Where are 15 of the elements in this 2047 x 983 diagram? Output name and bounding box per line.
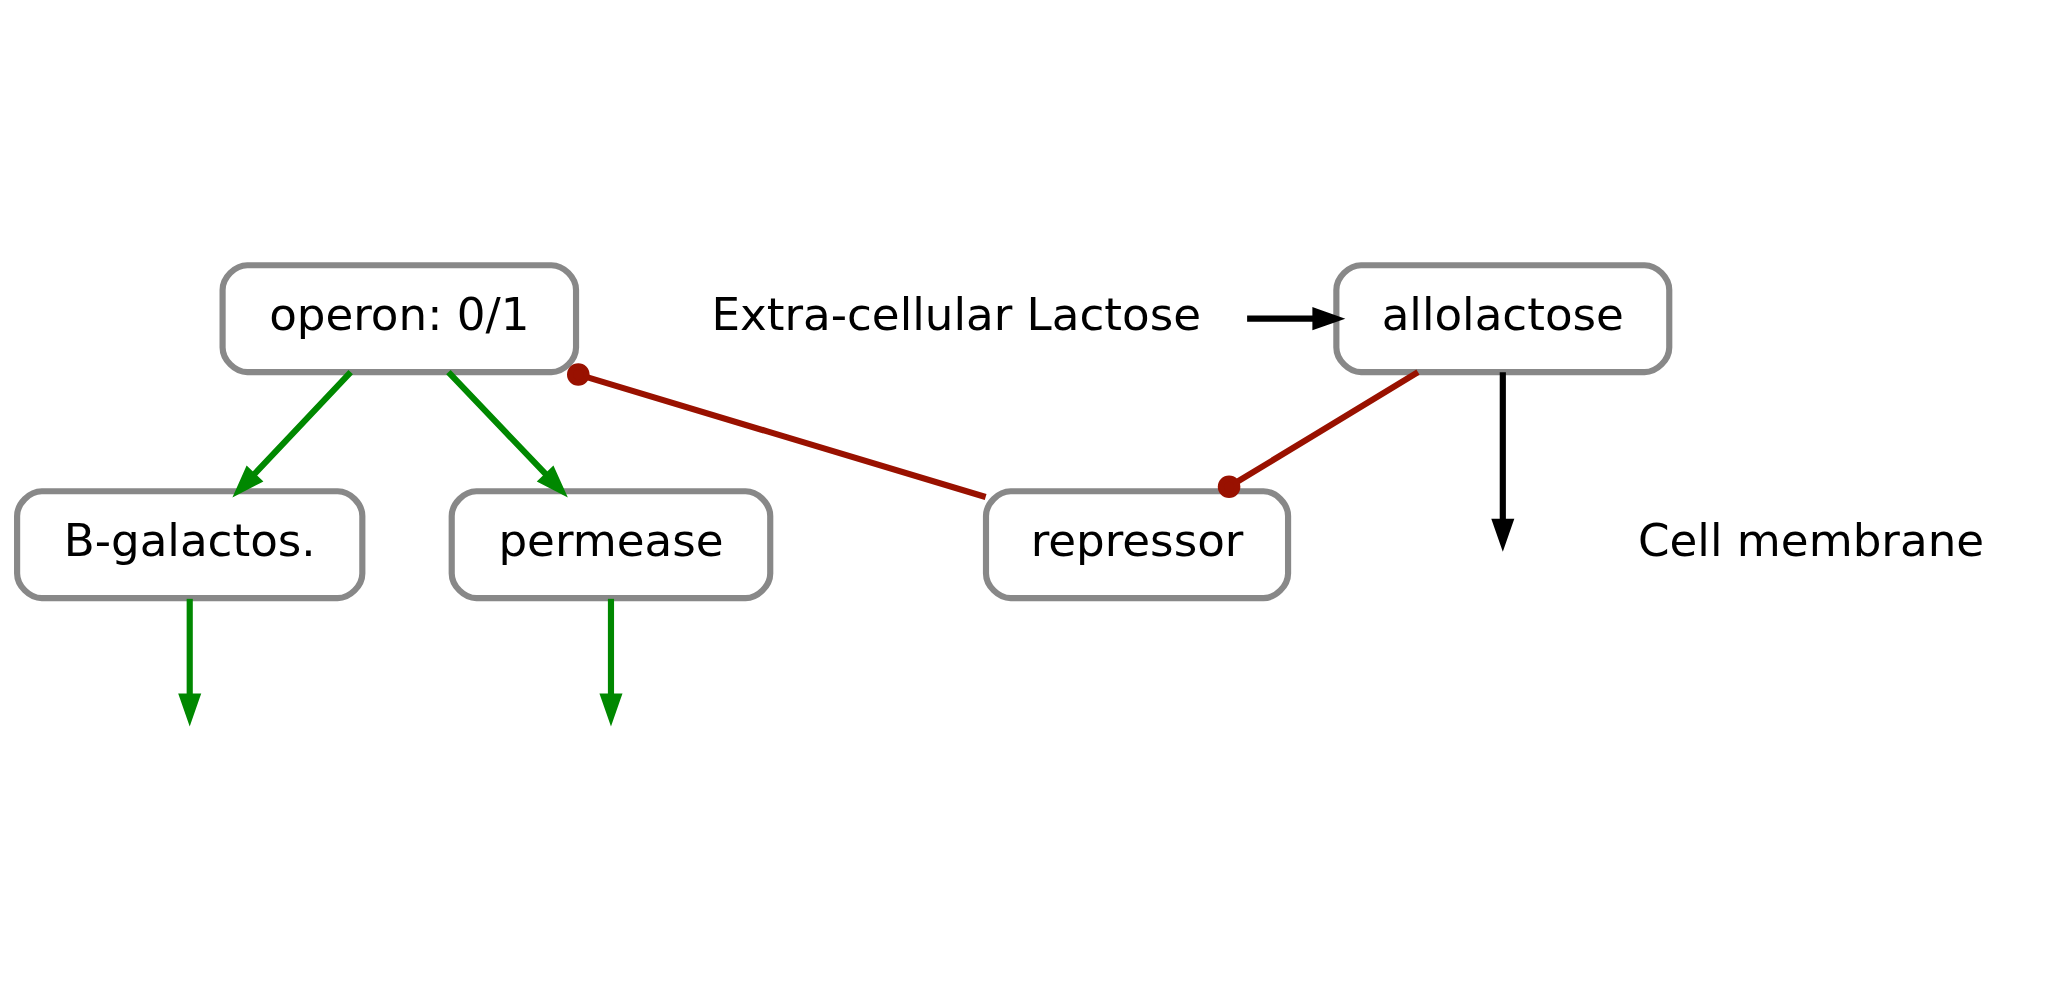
node-box: operon: 0/1 xyxy=(219,261,580,375)
node-box: B-galactos. xyxy=(14,487,366,601)
arrow xyxy=(599,598,623,726)
arrow xyxy=(446,369,568,497)
arrow xyxy=(232,369,353,497)
arrow xyxy=(1491,371,1515,552)
node-box: permease xyxy=(448,487,774,601)
connector xyxy=(566,362,987,500)
label: Cell membrane xyxy=(1638,513,1985,567)
arrow xyxy=(178,598,202,726)
node-box: repressor xyxy=(982,487,1292,601)
node-box: allolactose xyxy=(1333,261,1673,375)
node-text: Extra-cellular Lactose xyxy=(711,287,1201,341)
connector xyxy=(1217,369,1420,498)
arrow xyxy=(1247,306,1346,330)
